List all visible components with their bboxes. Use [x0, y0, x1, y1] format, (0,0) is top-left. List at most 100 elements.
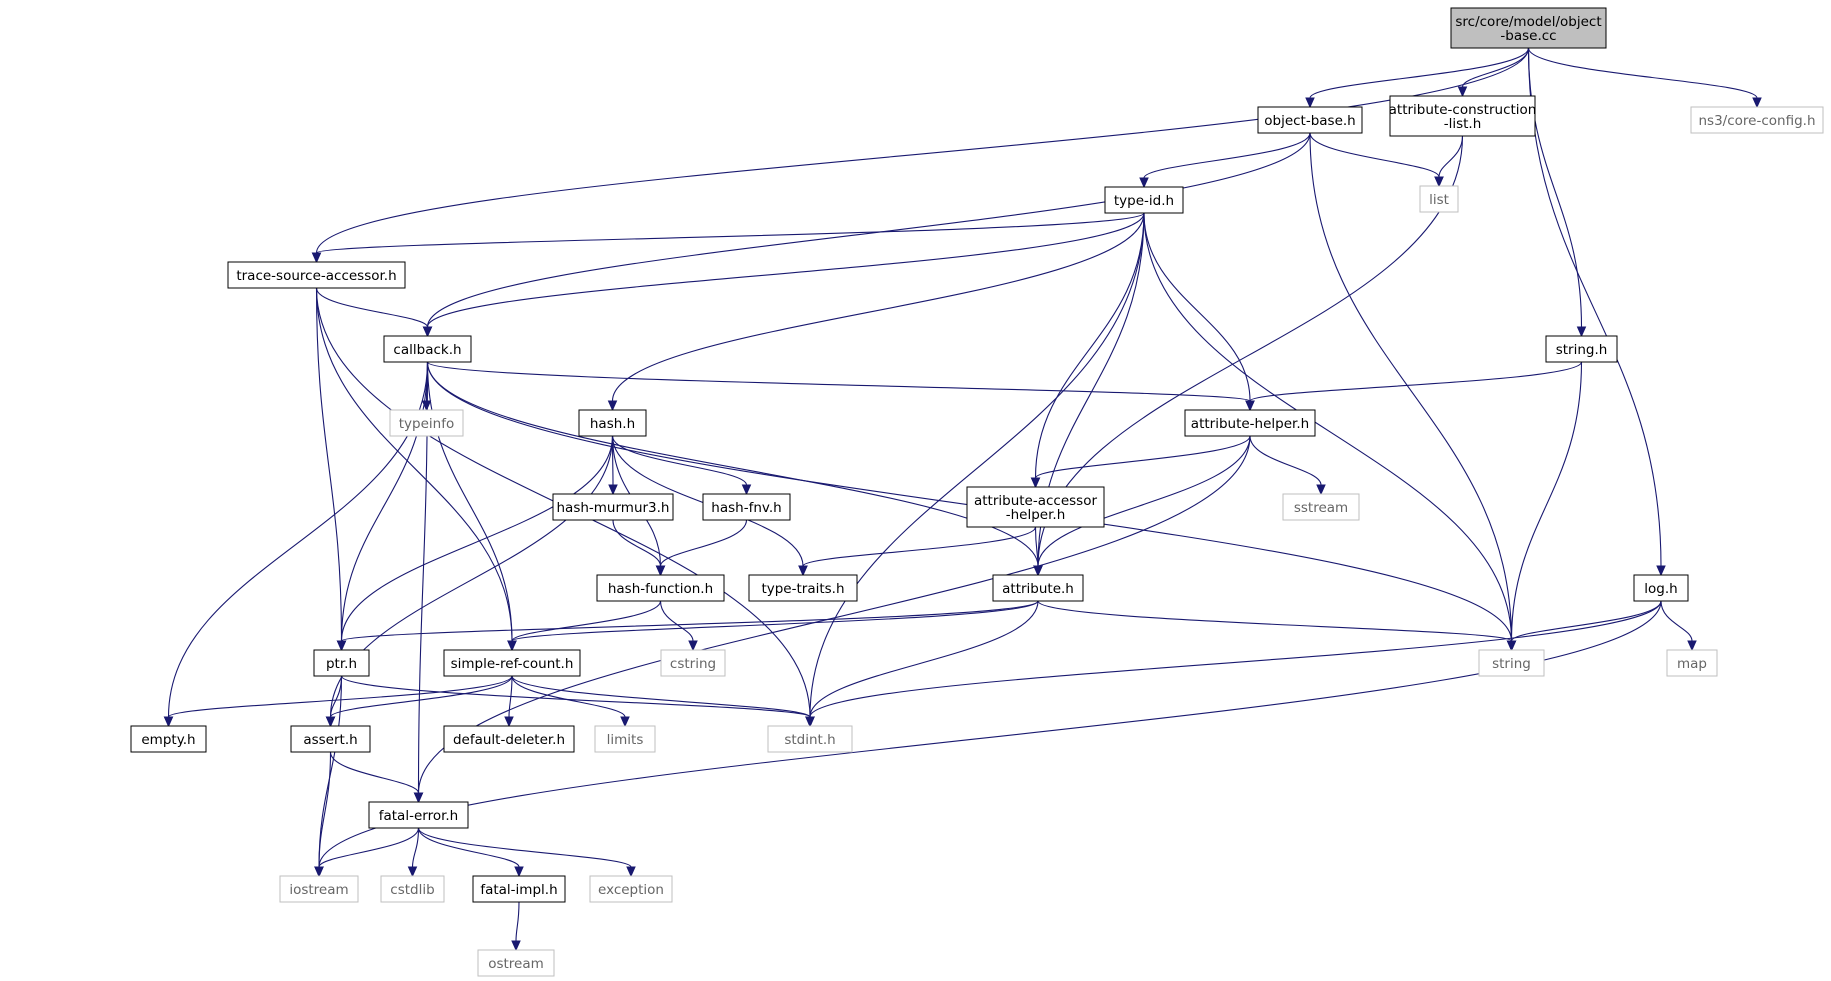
node-box — [313, 649, 370, 677]
node-type-id[interactable]: type-id.h — [1104, 186, 1184, 214]
node-fatal-impl[interactable]: fatal-impl.h — [472, 875, 566, 903]
node-attribute-helper[interactable]: attribute-helper.h — [1184, 409, 1316, 437]
arrowhead-root-to-core_config — [1752, 97, 1762, 109]
edge-hash_function-to-cstring — [659, 600, 694, 642]
edge-simple_ref_count-to-limits — [511, 675, 626, 718]
arrowhead-string_h-to-attribute_helper — [1245, 400, 1255, 412]
node-hash-function[interactable]: hash-function.h — [596, 574, 725, 602]
node-attribute-accessor-helper[interactable]: attribute-accessor-helper.h — [966, 486, 1105, 528]
node-attr-construction-list[interactable]: attribute-construction-list.h — [1389, 95, 1537, 137]
node-string-h[interactable]: string.h — [1545, 335, 1618, 363]
node-root[interactable]: src/core/model/object-base.cc — [1450, 7, 1607, 49]
edge-object_base_h-to-type_id — [1143, 132, 1311, 179]
edge-trace_source_accessor-to-callback — [315, 287, 429, 328]
arrowhead-simple_ref_count-to-stdint — [805, 716, 815, 728]
node-box — [767, 725, 853, 753]
edge-hash_fnv-to-hash_function — [659, 519, 748, 567]
node-box — [380, 875, 445, 903]
node-box — [1257, 106, 1363, 134]
node-string: string — [1478, 649, 1545, 677]
node-box — [748, 574, 858, 602]
edge-hash_murmur3-to-hash_function — [612, 519, 662, 567]
arrowhead-fatal_error-to-cstdlib — [407, 866, 418, 878]
node-callback[interactable]: callback.h — [383, 335, 472, 363]
node-label: hash-function.h — [608, 581, 713, 597]
node-default-deleter[interactable]: default-deleter.h — [443, 725, 575, 753]
node-empty[interactable]: empty.h — [130, 725, 207, 753]
node-box — [596, 574, 725, 602]
node-assert[interactable]: assert.h — [290, 725, 371, 753]
node-simple-ref-count[interactable]: simple-ref-count.h — [443, 649, 581, 677]
edge-root-to-string_h — [1527, 47, 1583, 328]
node-label: log.h — [1644, 581, 1677, 597]
node-label: map — [1677, 656, 1707, 672]
node-trace-source-accessor[interactable]: trace-source-accessor.h — [227, 261, 406, 289]
node-box — [578, 409, 647, 437]
node-label: list — [1429, 192, 1449, 208]
node-fatal-error[interactable]: fatal-error.h — [368, 801, 469, 829]
edges-layer — [163, 47, 1762, 952]
node-label: type-traits.h — [761, 581, 844, 597]
node-box — [389, 409, 464, 437]
edge-attribute-to-ptr — [340, 600, 1039, 642]
edge-type_id-to-trace_source_accessor — [315, 212, 1145, 254]
node-hash-fnv[interactable]: hash-fnv.h — [702, 493, 791, 521]
node-attribute[interactable]: attribute.h — [992, 574, 1084, 602]
node-box — [966, 486, 1105, 528]
node-type-traits[interactable]: type-traits.h — [748, 574, 858, 602]
edge-type_id-to-attribute_helper — [1143, 212, 1251, 402]
edge-root-to-log — [1527, 47, 1662, 567]
arrowhead-type_id-to-hash — [607, 400, 618, 412]
node-label: attribute-construction — [1389, 102, 1537, 118]
edge-simple_ref_count-to-empty — [167, 675, 513, 718]
edge-object_base_h-to-string — [1309, 132, 1513, 642]
node-box — [472, 875, 566, 903]
edge-fatal_error-to-cstdlib — [411, 827, 420, 868]
edge-attribute_accessor_helper-to-attribute — [1034, 526, 1039, 567]
arrowhead-fatal_error-to-exception — [626, 866, 636, 878]
node-cstring: cstring — [660, 649, 726, 677]
node-cstdlib: cstdlib — [380, 875, 445, 903]
edge-attr_construction_list-to-list — [1438, 135, 1464, 178]
arrowhead-log-to-string — [1506, 640, 1517, 652]
edge-type_id-to-callback — [426, 212, 1145, 328]
node-label: empty.h — [141, 732, 195, 748]
edge-root-to-core_config — [1527, 47, 1758, 99]
arrowhead-root-to-log — [1656, 565, 1666, 577]
arrowhead-fatal_error-to-iostream — [314, 866, 324, 878]
node-hash[interactable]: hash.h — [578, 409, 647, 437]
edge-log-to-map — [1660, 600, 1693, 642]
edge-fatal_impl-to-ostream — [515, 901, 520, 942]
arrowhead-fatal_impl-to-ostream — [511, 940, 521, 952]
edge-attribute-to-stdint — [809, 600, 1039, 718]
edge-callback-to-attribute — [426, 361, 1039, 567]
node-iostream: iostream — [279, 875, 359, 903]
arrowhead-fatal_error-to-fatal_impl — [514, 866, 524, 878]
edge-callback-to-empty — [167, 361, 429, 718]
arrowhead-root-to-object_base_h — [1305, 97, 1315, 109]
edge-string_h-to-string — [1510, 361, 1583, 642]
node-log[interactable]: log.h — [1633, 574, 1689, 602]
node-object-base-h[interactable]: object-base.h — [1257, 106, 1363, 134]
edge-hash_function-to-simple_ref_count — [511, 600, 662, 642]
edge-attribute_accessor_helper-to-type_traits — [802, 526, 1037, 567]
edge-attribute_helper-to-attribute_accessor_helper — [1034, 435, 1251, 479]
arrowhead-log-to-map — [1687, 640, 1697, 652]
arrowhead-hash_fnv-to-hash_function — [655, 565, 666, 577]
node-box — [1184, 409, 1316, 437]
node-exception: exception — [589, 875, 673, 903]
node-label: cstring — [670, 656, 716, 672]
edge-root-to-attr_construction_list — [1461, 47, 1530, 88]
node-label: ptr.h — [326, 656, 357, 672]
node-label: src/core/model/object — [1455, 14, 1601, 30]
node-label: type-id.h — [1114, 193, 1174, 209]
node-ptr[interactable]: ptr.h — [313, 649, 370, 677]
edge-callback-to-simple_ref_count — [426, 361, 513, 642]
arrowhead-root-to-string_h — [1576, 326, 1587, 338]
node-map: map — [1666, 649, 1718, 677]
node-label: hash-murmur3.h — [556, 500, 669, 516]
edge-callback-to-ptr — [340, 361, 429, 642]
node-box — [1633, 574, 1689, 602]
node-hash-murmur3[interactable]: hash-murmur3.h — [552, 493, 674, 521]
node-box — [992, 574, 1084, 602]
